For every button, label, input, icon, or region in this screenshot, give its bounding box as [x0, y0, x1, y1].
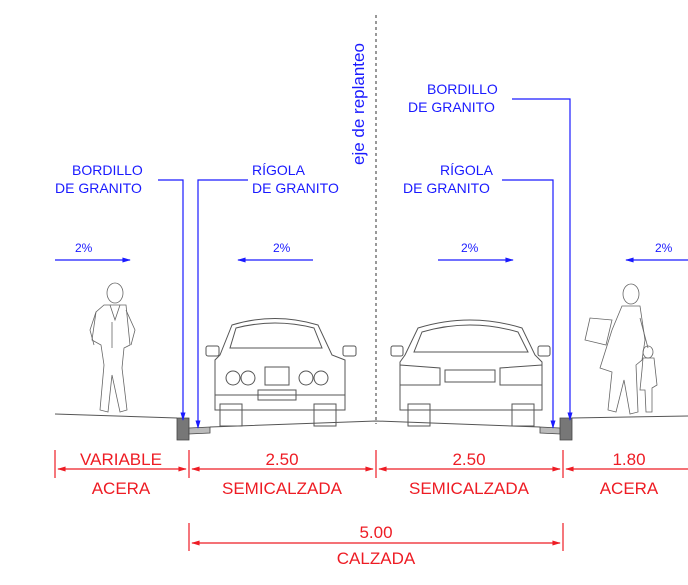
- slope-sidewalk-left: 2%: [55, 241, 131, 263]
- svg-text:ACERA: ACERA: [600, 479, 659, 498]
- gutter-left: [188, 426, 211, 435]
- svg-text:5.00: 5.00: [359, 523, 392, 542]
- callout-bordillo-left: BORDILLO DE GRANITO: [55, 162, 186, 421]
- callout-rigola-left: RÍGOLA DE GRANITO: [195, 162, 339, 429]
- svg-text:DE GRANITO: DE GRANITO: [403, 180, 490, 196]
- dim-acera-left: VARIABLE ACERA: [54, 450, 187, 498]
- svg-text:2%: 2%: [75, 241, 93, 255]
- car-rear-view: [390, 319, 551, 427]
- dim-calzada-total: 5.00 CALZADA: [188, 523, 564, 568]
- curb-left: [176, 417, 190, 441]
- svg-text:2.50: 2.50: [265, 450, 298, 469]
- callout-bordillo-right: BORDILLO DE GRANITO: [408, 81, 573, 421]
- svg-text:BORDILLO: BORDILLO: [427, 81, 498, 97]
- svg-text:ACERA: ACERA: [92, 479, 151, 498]
- svg-text:2%: 2%: [461, 241, 479, 255]
- svg-text:2%: 2%: [655, 241, 673, 255]
- ground-right: [571, 415, 688, 419]
- slope-road-left: 2%: [237, 241, 313, 263]
- road-surface: [209, 420, 541, 428]
- svg-text:VARIABLE: VARIABLE: [80, 450, 162, 469]
- pedestrian-man: [89, 282, 136, 413]
- svg-text:RÍGOLA: RÍGOLA: [252, 162, 306, 178]
- dim-acera-right: 1.80 ACERA: [565, 450, 688, 498]
- car-front-view: [205, 318, 357, 427]
- svg-text:1.80: 1.80: [612, 450, 645, 469]
- ground-left: [54, 413, 178, 419]
- dim-semicalzada-right: 2.50 SEMICALZADA: [378, 450, 561, 498]
- svg-text:2.50: 2.50: [452, 450, 485, 469]
- svg-text:CALZADA: CALZADA: [337, 549, 416, 568]
- slope-road-right: 2%: [438, 241, 514, 263]
- gutter-right: [539, 426, 561, 435]
- svg-text:SEMICALZADA: SEMICALZADA: [222, 479, 343, 498]
- svg-text:RÍGOLA: RÍGOLA: [440, 162, 494, 178]
- svg-text:DE GRANITO: DE GRANITO: [55, 180, 142, 196]
- pedestrian-woman-child: [584, 283, 658, 415]
- curb-right: [559, 417, 573, 441]
- svg-text:DE GRANITO: DE GRANITO: [252, 180, 339, 196]
- svg-text:SEMICALZADA: SEMICALZADA: [409, 479, 530, 498]
- svg-text:2%: 2%: [273, 241, 291, 255]
- svg-text:BORDILLO: BORDILLO: [72, 162, 143, 178]
- dim-semicalzada-left: 2.50 SEMICALZADA: [191, 450, 374, 498]
- slope-sidewalk-right: 2%: [625, 241, 688, 263]
- axis-label: eje de replanteo: [349, 43, 368, 165]
- callout-rigola-right: RÍGOLA DE GRANITO: [403, 162, 556, 429]
- svg-text:DE GRANITO: DE GRANITO: [408, 99, 495, 115]
